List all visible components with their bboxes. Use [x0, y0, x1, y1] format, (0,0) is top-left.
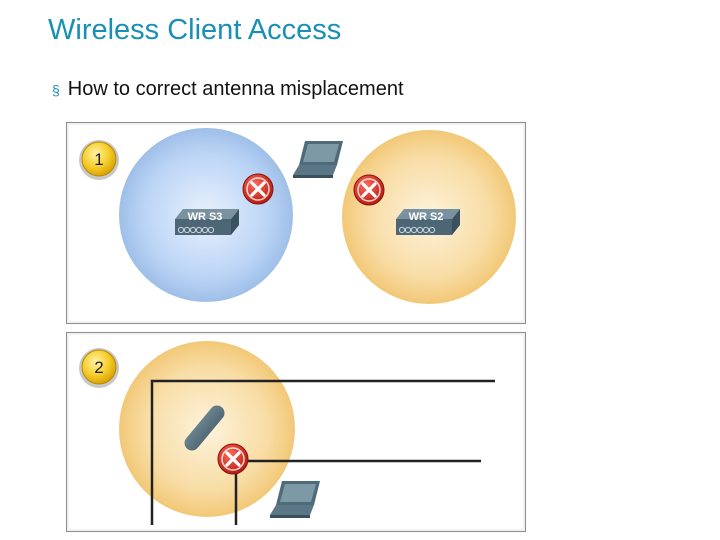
step-badge-1: 1 — [79, 140, 119, 180]
laptop-icon — [293, 141, 343, 178]
antenna-icon — [184, 405, 225, 451]
bullet-item: § How to correct antenna misplacement — [52, 78, 404, 101]
svg-text:2: 2 — [94, 358, 103, 377]
error-x-icon — [353, 174, 385, 206]
router-icon: WR S2 — [396, 209, 460, 235]
laptop-icon — [270, 481, 320, 518]
panel-2-diagram: 2 — [79, 341, 495, 525]
diagram-panel-2: 2 — [66, 332, 526, 532]
error-x-icon — [217, 443, 249, 475]
svg-text:WR S3: WR S3 — [188, 211, 223, 223]
error-x-icon — [242, 173, 274, 205]
svg-text:1: 1 — [94, 150, 103, 169]
slide-title: Wireless Client Access — [48, 14, 342, 46]
diagram-panel-1: 1 WR S3 WR S2 — [66, 122, 526, 324]
bullet-marker: § — [52, 81, 60, 98]
bullet-text: How to correct antenna misplacement — [67, 78, 404, 100]
svg-text:WR S2: WR S2 — [409, 211, 444, 223]
step-badge-2: 2 — [79, 348, 119, 388]
router-icon: WR S3 — [175, 209, 239, 235]
panel-1-diagram: 1 WR S3 WR S2 — [79, 128, 516, 304]
